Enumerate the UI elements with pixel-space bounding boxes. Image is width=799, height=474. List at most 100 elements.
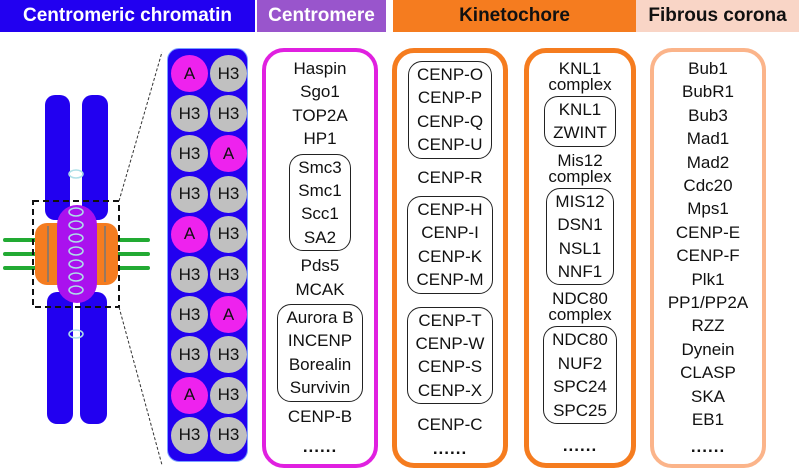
protein-label: TOP2A	[292, 105, 348, 125]
h3-nucleosome: H3	[210, 215, 247, 253]
h3-nucleosome: H3	[171, 135, 208, 173]
protein-label: CENP-F	[676, 246, 740, 266]
complex-word: complex	[548, 305, 612, 325]
cohesin-rings	[68, 169, 84, 339]
protein-label: Borealin	[288, 354, 352, 374]
header-centromeric-chromatin: Centromeric chromatin	[0, 0, 255, 32]
h3-nucleosome: H3	[210, 416, 247, 454]
protein-label: Haspin	[293, 59, 347, 78]
protein-label: CENP-C	[417, 415, 483, 435]
protein-label: SA2	[303, 227, 337, 247]
protein-label: Bub3	[688, 105, 728, 125]
h3-nucleosome: H3	[171, 256, 208, 293]
protein-label: PP1/PP2A	[667, 293, 749, 313]
h3-nucleosome: H3	[210, 95, 247, 133]
protein-label: MCAK	[295, 279, 345, 299]
ccan-group-hikm: CENP-H CENP-I CENP-K CENP-M	[407, 196, 493, 294]
protein-label: CENP-O	[416, 65, 484, 84]
h3-nucleosome: H3	[171, 416, 208, 454]
kinetochore-ccan-column: CENP-O CENP-P CENP-Q CENP-U CENP-R CENP-…	[392, 48, 508, 468]
h3-nucleosome: H3	[210, 256, 247, 293]
protein-label: CENP-T	[418, 310, 482, 330]
protein-label: MIS12	[555, 191, 605, 211]
protein-label: Mps1	[687, 199, 729, 219]
h3-nucleosome: H3	[210, 336, 247, 374]
cpc-group: Aurora B INCENP Borealin Survivin	[277, 304, 363, 402]
ellipsis: ......	[562, 435, 598, 455]
protein-label: Mad2	[686, 152, 730, 172]
protein-label: HP1	[303, 129, 337, 149]
cenp-a-nucleosome: A	[210, 135, 247, 173]
protein-label: Dynein	[681, 339, 735, 359]
protein-label: KNL1	[558, 100, 602, 119]
protein-label: CLASP	[680, 363, 736, 383]
protein-label: Survivin	[289, 378, 351, 398]
protein-label: CENP-I	[421, 223, 479, 243]
ellipsis: ......	[690, 436, 726, 456]
complex-word: complex	[548, 166, 612, 186]
header-kinetochore: Kinetochore	[393, 0, 636, 32]
complex-name: KNL1	[558, 59, 602, 78]
ellipsis: ......	[302, 436, 338, 456]
protein-label: DSN1	[557, 215, 603, 235]
centromere-column: Haspin Sgo1 TOP2A HP1 Smc3 Smc1 Scc1 SA2…	[262, 48, 378, 468]
protein-label: CENP-S	[417, 357, 483, 377]
ellipsis: ......	[432, 438, 468, 458]
ccan-group-opqu: CENP-O CENP-P CENP-Q CENP-U	[407, 61, 493, 159]
cohesin-group: Smc3 Smc1 Scc1 SA2	[289, 153, 351, 252]
protein-label: NNF1	[557, 262, 603, 282]
protein-label: Mad1	[686, 129, 730, 149]
protein-label: Smc3	[298, 157, 342, 177]
protein-label: Pds5	[300, 256, 340, 276]
protein-label: NDC80	[552, 330, 608, 350]
protein-label: NSL1	[558, 238, 602, 258]
protein-label: RZZ	[691, 316, 725, 336]
chromosome-arms	[45, 95, 108, 424]
cenp-a-nucleosome: A	[210, 296, 247, 334]
complex-word: complex	[548, 75, 612, 94]
h3-nucleosome: H3	[210, 55, 247, 92]
header-centromere: Centromere	[257, 0, 386, 32]
h3-nucleosome: H3	[171, 296, 208, 334]
h3-nucleosome: H3	[210, 175, 247, 213]
protein-label: CENP-B	[287, 406, 353, 426]
chromosome-illustration	[3, 51, 163, 466]
protein-label: Scc1	[301, 204, 339, 224]
cenp-a-nucleosome: A	[171, 55, 208, 92]
protein-label: CENP-H	[417, 200, 483, 220]
protein-label: SKA	[690, 386, 726, 406]
protein-label: Bub1	[688, 59, 728, 78]
ndc80-group: NDC80 NUF2 SPC24 SPC25	[543, 326, 617, 425]
protein-label: EB1	[691, 410, 725, 430]
protein-label: ZWINT	[553, 123, 607, 143]
protein-label: CENP-X	[417, 380, 483, 400]
protein-label: NUF2	[557, 353, 603, 373]
knl1-group: KNL1 ZWINT	[544, 96, 616, 147]
protein-label: Smc1	[298, 181, 342, 201]
protein-label: Sgo1	[300, 82, 340, 102]
protein-label: CENP-P	[417, 88, 483, 108]
protein-label: BubR1	[682, 82, 734, 102]
header-fibrous-corona: Fibrous corona	[636, 0, 799, 32]
protein-label: CENP-R	[417, 167, 483, 187]
protein-label: CENP-U	[417, 135, 483, 155]
protein-label: CENP-K	[417, 246, 483, 266]
protein-label: CENP-E	[675, 222, 741, 242]
microtubules	[3, 238, 150, 270]
h3-nucleosome: H3	[171, 336, 208, 374]
protein-label: SPC25	[553, 400, 607, 420]
mis12-group: MIS12 DSN1 NSL1 NNF1	[546, 187, 614, 286]
ccan-group-twsx: CENP-T CENP-W CENP-S CENP-X	[406, 306, 494, 405]
protein-label: SPC24	[553, 377, 607, 397]
complex-name: NDC80	[552, 289, 608, 309]
centromere-region	[57, 205, 97, 303]
protein-label: Plk1	[691, 269, 725, 289]
h3-nucleosome: H3	[210, 376, 247, 414]
cenp-a-nucleosome: A	[171, 376, 208, 414]
